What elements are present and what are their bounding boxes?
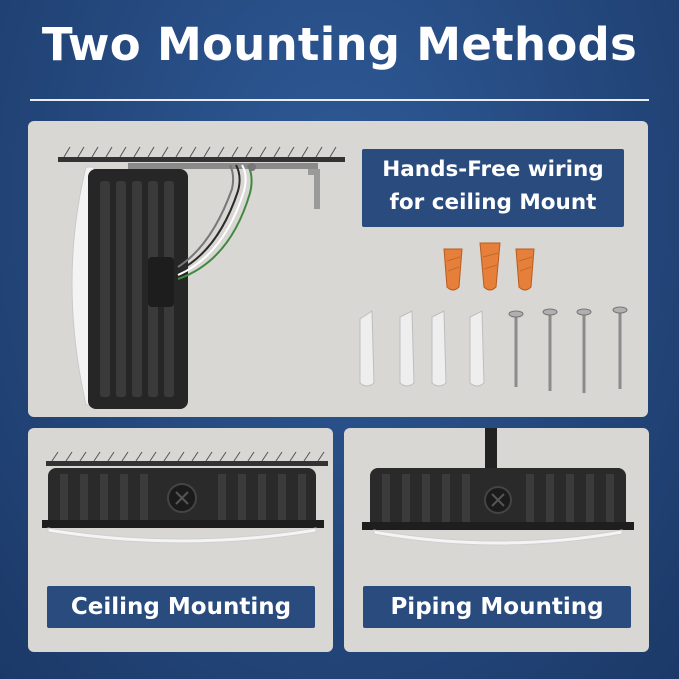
ceiling-mounting-panel: Ceiling Mounting: [28, 428, 333, 652]
ceiling-mount-illustration: [42, 451, 328, 544]
pipe-mount-illustration: [362, 428, 634, 546]
hardware-accessories-illustration: [359, 242, 628, 393]
title-divider: [30, 99, 649, 101]
page-title: Two Mounting Methods: [41, 18, 638, 71]
screw-icon: [508, 306, 628, 393]
hands-free-wiring-label: Hands-Free wiring for ceiling Mount: [362, 149, 624, 227]
piping-mounting-panel: Piping Mounting: [344, 428, 649, 652]
ceiling-mounting-label: Ceiling Mounting: [47, 586, 315, 628]
piping-mounting-label: Piping Mounting: [363, 586, 631, 628]
wiring-panel: Hands-Free wiring for ceiling Mount: [28, 121, 648, 417]
hands-free-line-2: for ceiling Mount: [389, 190, 597, 215]
ceiling-fixture-side-illustration: [58, 146, 345, 409]
hands-free-line-1: Hands-Free wiring: [382, 157, 604, 182]
wall-anchor-icon: [359, 310, 485, 387]
wire-nut-icon: [443, 242, 535, 291]
